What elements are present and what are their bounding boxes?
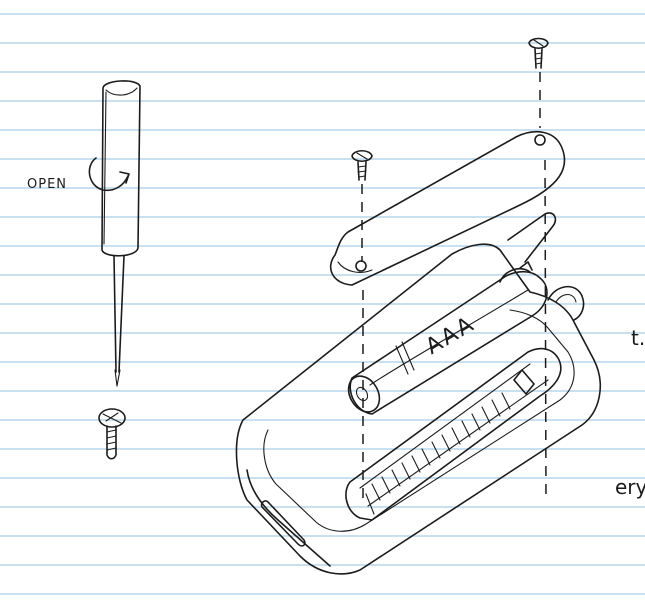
screwdriver-shaft: [114, 256, 124, 372]
compartment-hatching: [372, 393, 510, 500]
lanyard-loop: [548, 287, 584, 320]
cover-tab: [508, 213, 555, 262]
ruled-lines: [0, 14, 645, 594]
screwdriver-handle: [102, 81, 140, 256]
screwdriver: OPEN: [27, 81, 140, 386]
cropped-text-fragment: t.: [631, 326, 645, 350]
battery-compartment: [346, 349, 561, 520]
aaa-battery: AAA: [342, 262, 547, 417]
open-label: OPEN: [27, 177, 67, 192]
battery-cover-plate: [331, 132, 565, 285]
cropped-text-fragment: ery: [615, 475, 645, 499]
screw-left: [352, 151, 372, 180]
open-rotation-arrow: [89, 158, 128, 190]
screw-loose: [99, 409, 125, 459]
